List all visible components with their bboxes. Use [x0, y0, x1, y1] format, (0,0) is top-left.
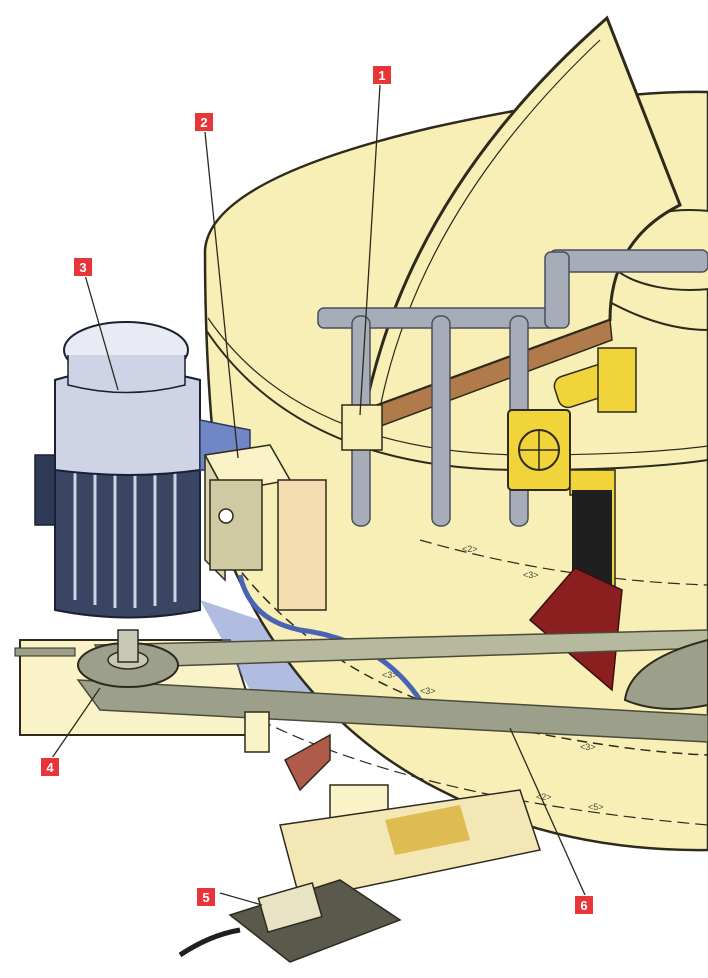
leader-line-1: [359, 84, 381, 416]
load-arm-yellow: [385, 805, 470, 855]
pipe-bracket: [341, 404, 383, 451]
leader-line-5: [219, 892, 263, 906]
motor-neck: [67, 355, 186, 394]
tension-rod: [14, 647, 76, 657]
leader-line-3: [84, 274, 119, 391]
callout-3: 3: [73, 257, 93, 277]
spray-pipe-2: [431, 315, 451, 527]
driven-pulley-rim: [623, 638, 708, 710]
drawing-mark: <5>: [588, 802, 604, 812]
control-knob: [218, 508, 234, 524]
cable-blue: [237, 574, 423, 702]
load-cell-block: [257, 882, 323, 933]
leader-line-2: [204, 131, 239, 459]
motor-fins: [73, 470, 177, 608]
scraper-blade: [528, 567, 623, 692]
callout-4: 4: [40, 757, 60, 777]
junction-box: [277, 479, 327, 611]
drawing-mark: <3>: [580, 742, 596, 752]
drive-belt-lower: [76, 679, 708, 743]
tank-bracket: [244, 711, 270, 753]
control-box-face: [209, 479, 263, 571]
leader-line-6: [509, 727, 586, 896]
load-cell-cable: [178, 927, 241, 958]
gearbox-wheel-cross: [519, 430, 559, 470]
callout-2: 2: [194, 112, 214, 132]
callout-5: 5: [196, 887, 216, 907]
shaft-flange: [597, 347, 637, 413]
drawing-mark: <2>: [462, 544, 478, 554]
pipe-riser: [544, 251, 570, 329]
tank-rim-band-inner: [207, 317, 708, 456]
drawing-mark: <3>: [523, 570, 539, 580]
callout-6: 6: [574, 895, 594, 915]
callout-1: 1: [372, 65, 392, 85]
tank-dashed-inner: [419, 539, 708, 586]
tank-lid-edge: [379, 39, 601, 409]
drawing-mark: <2>: [536, 792, 552, 802]
tank-rim-band: [205, 329, 708, 472]
pipe-upper-horizontal: [549, 249, 708, 273]
leader-line-4: [51, 687, 101, 759]
drawing-mark: <3>: [420, 686, 436, 696]
support-leg: [284, 733, 331, 792]
drawing-mark: <3>: [382, 670, 398, 680]
pulley-shaft: [117, 629, 139, 663]
tank-dashed-lower: [259, 719, 708, 826]
